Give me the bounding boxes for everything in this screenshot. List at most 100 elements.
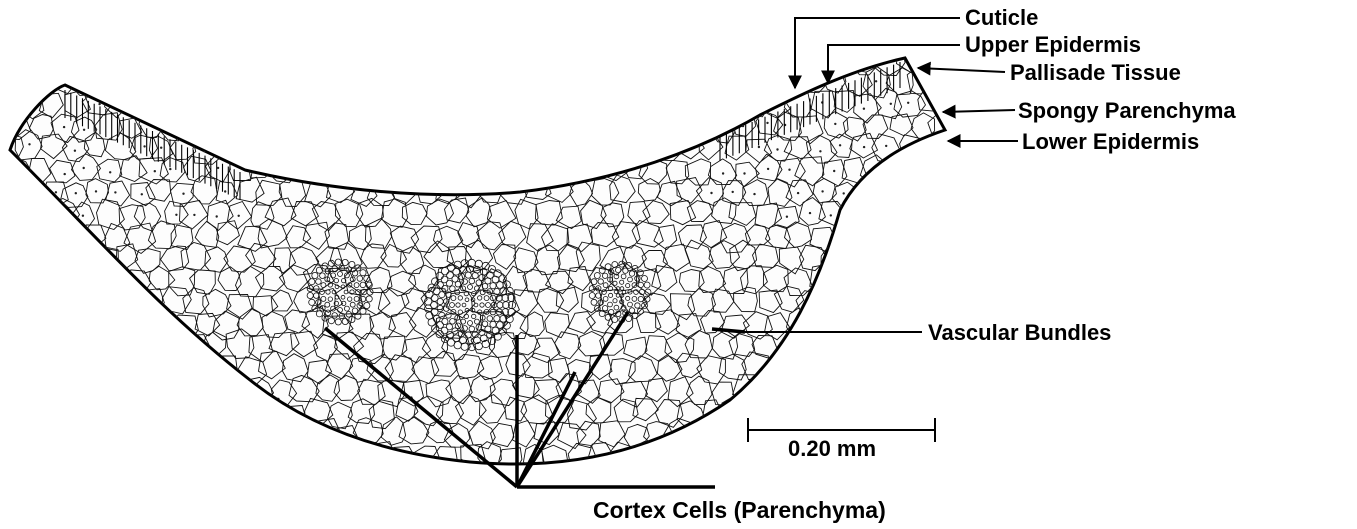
cell [0, 226, 18, 253]
cell [406, 464, 429, 488]
label-cortex-cells: Cortex Cells (Parenchyma) [593, 497, 886, 523]
cell [779, 70, 799, 93]
cell [832, 265, 856, 290]
cell-nucleus [6, 60, 8, 62]
cell [519, 42, 546, 70]
cell [148, 48, 170, 71]
cell [852, 357, 875, 382]
cell [931, 203, 960, 227]
cell [443, 114, 472, 140]
cell [716, 90, 745, 118]
cell [32, 292, 57, 314]
cell [14, 441, 43, 469]
cell-nucleus [217, 167, 219, 169]
cell-nucleus [64, 212, 66, 214]
cell [848, 399, 879, 428]
cell [192, 87, 221, 116]
cell-nucleus [885, 145, 887, 147]
cell [62, 443, 86, 467]
cell [598, 67, 624, 92]
cell-nucleus [192, 124, 194, 126]
cell [792, 358, 816, 385]
cell-nucleus [890, 103, 892, 105]
cell-nucleus [159, 103, 161, 105]
cell [796, 466, 825, 494]
cell [336, 159, 364, 181]
cell [880, 227, 903, 251]
cell [908, 465, 934, 489]
cell [741, 395, 768, 422]
cell [291, 69, 313, 92]
cell [735, 467, 764, 493]
cell [203, 464, 228, 487]
cell [8, 463, 36, 490]
cell [929, 292, 961, 317]
cell [40, 314, 66, 337]
cell [235, 444, 261, 473]
cell-nucleus [206, 99, 208, 101]
cell-nucleus [182, 193, 184, 195]
cell [399, 73, 424, 95]
cell [857, 221, 882, 248]
cell [304, 92, 329, 115]
cell [841, 244, 867, 270]
cell [953, 467, 976, 491]
cell [96, 379, 123, 404]
cell [865, 248, 893, 273]
cell [580, 68, 608, 96]
cell [7, 290, 36, 315]
cell [611, 135, 636, 161]
cell [126, 400, 150, 425]
cell [47, 421, 75, 448]
cell [535, 157, 557, 182]
cell [920, 444, 947, 468]
cell [261, 444, 288, 470]
cell [138, 378, 164, 408]
cell [919, 358, 945, 383]
cell [246, 421, 269, 444]
cell-nucleus [195, 82, 197, 84]
cell [312, 71, 340, 97]
cell [661, 53, 684, 76]
cell [184, 73, 209, 96]
cell [242, 49, 264, 75]
cell [60, 270, 88, 295]
label-upper-epidermis: Upper Epidermis [965, 32, 1141, 57]
cell [941, 177, 966, 203]
cell [39, 444, 61, 467]
cell [951, 294, 975, 315]
cell [369, 47, 393, 73]
cell [53, 248, 78, 272]
leaf-outline [10, 58, 945, 464]
cell-nucleus [809, 212, 811, 214]
cell [700, 445, 724, 472]
cell [425, 465, 453, 491]
cell [72, 462, 101, 490]
cell [676, 90, 700, 119]
cell [30, 336, 57, 360]
cell [270, 467, 299, 494]
cell-nucleus [920, 214, 922, 216]
cell [509, 68, 538, 96]
cell [922, 137, 946, 163]
cell [40, 224, 65, 253]
cell [162, 466, 186, 492]
cell [4, 73, 31, 99]
cell [84, 444, 107, 467]
cell [866, 292, 890, 316]
cell [60, 352, 88, 383]
cell [139, 72, 170, 99]
cell [710, 69, 737, 96]
cell [823, 290, 849, 315]
cell [227, 377, 249, 399]
cell [280, 47, 308, 72]
cell [117, 382, 138, 406]
cell [669, 464, 691, 488]
cell-nucleus [8, 101, 10, 103]
cell [301, 136, 329, 160]
cell [131, 49, 155, 72]
cell-nucleus [819, 150, 821, 152]
cell [349, 47, 373, 72]
cell [102, 266, 130, 291]
cell [233, 400, 265, 425]
